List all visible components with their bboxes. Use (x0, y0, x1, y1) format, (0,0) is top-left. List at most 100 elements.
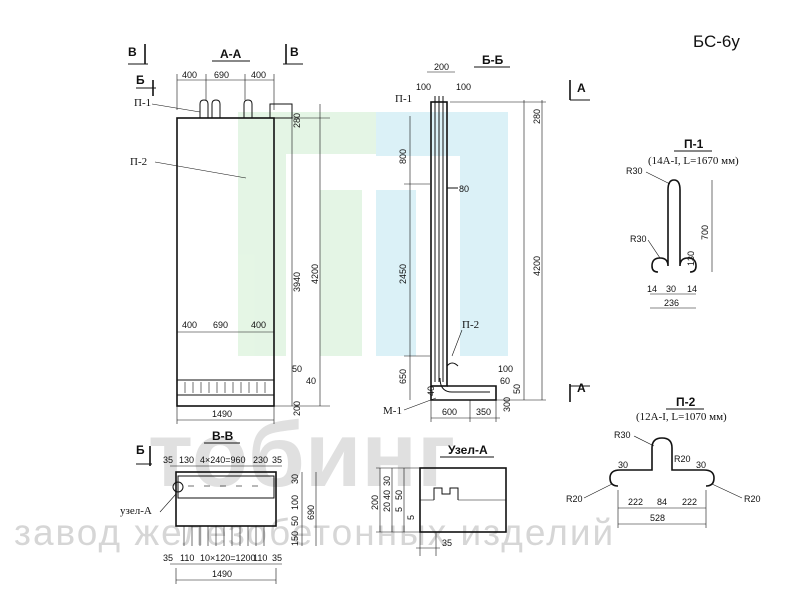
vv-bottom-dim-2: 110 (180, 553, 194, 563)
p1-dim-r30-bottom: R30 (630, 234, 647, 244)
bb-right-dim-280: 280 (532, 109, 542, 124)
bb-dim-100: 100 (498, 364, 513, 374)
watermark-bar-green-top (238, 112, 376, 154)
section-aa-title: А-А (220, 47, 242, 61)
bb-dim-300: 300 (502, 397, 512, 412)
p2-dim-r30: R30 (614, 430, 631, 440)
bb-top-dim-2: 100 (416, 82, 431, 92)
label-p1-aa: П-1 (134, 97, 151, 109)
section-aa: А-А В В Б 400 690 400 П-1 (128, 44, 330, 424)
aa-right-dim-1: 280 (292, 113, 302, 128)
detail-p2-spec: (12А-I, L=1070 мм) (636, 411, 727, 423)
bb-bottom-dim-1: 600 (442, 407, 457, 417)
watermark-bar-blue-inner (376, 190, 416, 356)
p1-dim-236: 236 (664, 298, 679, 308)
vv-top-dim-2: 130 (179, 455, 194, 465)
aa-right-dim-4: 50 (292, 364, 302, 374)
label-node-a: узел-А (120, 505, 152, 517)
vv-right-dim-5: 150 (290, 531, 300, 546)
p1-dim-700: 700 (700, 225, 710, 240)
aa-mid-dim-3: 400 (251, 320, 266, 330)
p2-dim-30-right: 30 (696, 460, 706, 470)
bb-left-dim-1: 800 (398, 149, 408, 164)
bb-top-dim-3: 100 (456, 82, 471, 92)
vv-right-dim-3: 50 (290, 516, 300, 526)
watermark-bar-blue (460, 112, 508, 356)
marker-b-aa: Б (136, 73, 145, 87)
node-dim-5a: 5 (394, 507, 404, 512)
vv-right-dim-4: 690 (306, 505, 316, 520)
detail-node-a: Узел-А 200 30 40 20 50 5 5 35 (370, 443, 507, 556)
aa-mid-dim-1: 400 (182, 320, 197, 330)
bb-bottom-dim-2: 350 (476, 407, 491, 417)
node-dim-5b: 5 (406, 515, 416, 520)
vv-right-dim-1: 30 (290, 474, 300, 484)
aa-top-dim-3: 400 (251, 70, 266, 80)
aa-top-dim-1: 400 (182, 70, 197, 80)
label-p2-aa: П-2 (130, 156, 147, 168)
drawing-code: БС-6у (693, 32, 740, 51)
node-dim-20: 20 (382, 502, 392, 512)
watermark (238, 112, 508, 356)
detail-p2-title: П-2 (676, 395, 696, 409)
p2-dim-r20-top: R20 (674, 454, 691, 464)
watermark-tagline: завод железобетонных изделий (14, 512, 615, 553)
vv-width-dim: 1490 (212, 569, 232, 579)
marker-v-right: В (290, 45, 299, 59)
vv-bottom-dim-1: 35 (163, 553, 173, 563)
vv-bottom-dim-3: 10×120=1200 (200, 553, 256, 563)
p2-dim-r20-left: R20 (566, 494, 583, 504)
node-dim-200: 200 (370, 495, 380, 510)
p1-dim-14-right: 14 (687, 284, 697, 294)
aa-right-dim-5: 40 (306, 376, 316, 386)
aa-right-dim-6: 200 (292, 401, 302, 416)
node-a-title: Узел-А (448, 443, 488, 457)
vv-right-dim-2: 100 (290, 495, 300, 510)
bb-dim-50: 50 (512, 384, 522, 394)
bb-dim-60: 60 (500, 376, 510, 386)
p2-dim-222-right: 222 (682, 497, 697, 507)
bb-dim-40: 40 (426, 386, 436, 396)
p1-dim-30: 30 (666, 284, 676, 294)
vv-top-dim-3: 4×240=960 (200, 455, 246, 465)
aa-right-dim-3: 4200 (310, 264, 320, 284)
vv-bottom-dim-4: 110 (253, 553, 267, 563)
detail-p1-title: П-1 (684, 137, 704, 151)
detail-p2: П-2 (12А-I, L=1070 мм) R30 R20 30 30 R20… (566, 395, 761, 528)
p1-dim-14-left: 14 (647, 284, 657, 294)
vv-bottom-dim-5: 35 (272, 553, 282, 563)
node-dim-50: 50 (394, 490, 404, 500)
section-bb: Б-Б А А 200 100 100 П-1 80 П-2 800 2450 … (383, 53, 590, 422)
marker-a-top: А (577, 81, 586, 95)
aa-right-dim-2: 3940 (292, 272, 302, 292)
vv-top-dim-5: 35 (272, 455, 282, 465)
bb-right-dim-4200: 4200 (532, 256, 542, 276)
marker-b-vv: Б (136, 443, 145, 457)
p2-dim-30-left: 30 (618, 460, 628, 470)
section-bb-title: Б-Б (482, 53, 504, 67)
marker-a-bottom: А (577, 381, 586, 395)
p2-dim-r20-right: R20 (744, 494, 761, 504)
node-dim-35: 35 (442, 538, 452, 548)
watermark-brand: тобинг (148, 404, 455, 506)
p1-dim-r30-top: R30 (626, 166, 643, 176)
aa-top-dim-2: 690 (214, 70, 229, 80)
detail-p1-spec: (14А-I, L=1670 мм) (648, 155, 739, 167)
p1-dim-130: 130 (686, 251, 696, 266)
label-m1: М-1 (383, 405, 402, 417)
p2-dim-84: 84 (657, 497, 667, 507)
label-p1-bb: П-1 (395, 93, 412, 105)
bb-left-dim-3: 650 (398, 369, 408, 384)
p2-dim-528: 528 (650, 513, 665, 523)
aa-width-dim: 1490 (212, 409, 232, 419)
marker-v-left: В (128, 45, 137, 59)
section-vv-title: В-В (212, 429, 234, 443)
bb-left-dim-2: 2450 (398, 264, 408, 284)
node-dim-40: 40 (382, 490, 392, 500)
section-vv: В-В Б 35 130 4×240=960 230 35 узел-А (120, 429, 317, 584)
detail-p1: П-1 (14А-I, L=1670 мм) R30 R30 700 130 1… (626, 137, 739, 309)
vv-top-dim-1: 35 (163, 455, 173, 465)
bb-top-dim-1: 200 (434, 62, 449, 72)
p2-dim-222-left: 222 (628, 497, 643, 507)
